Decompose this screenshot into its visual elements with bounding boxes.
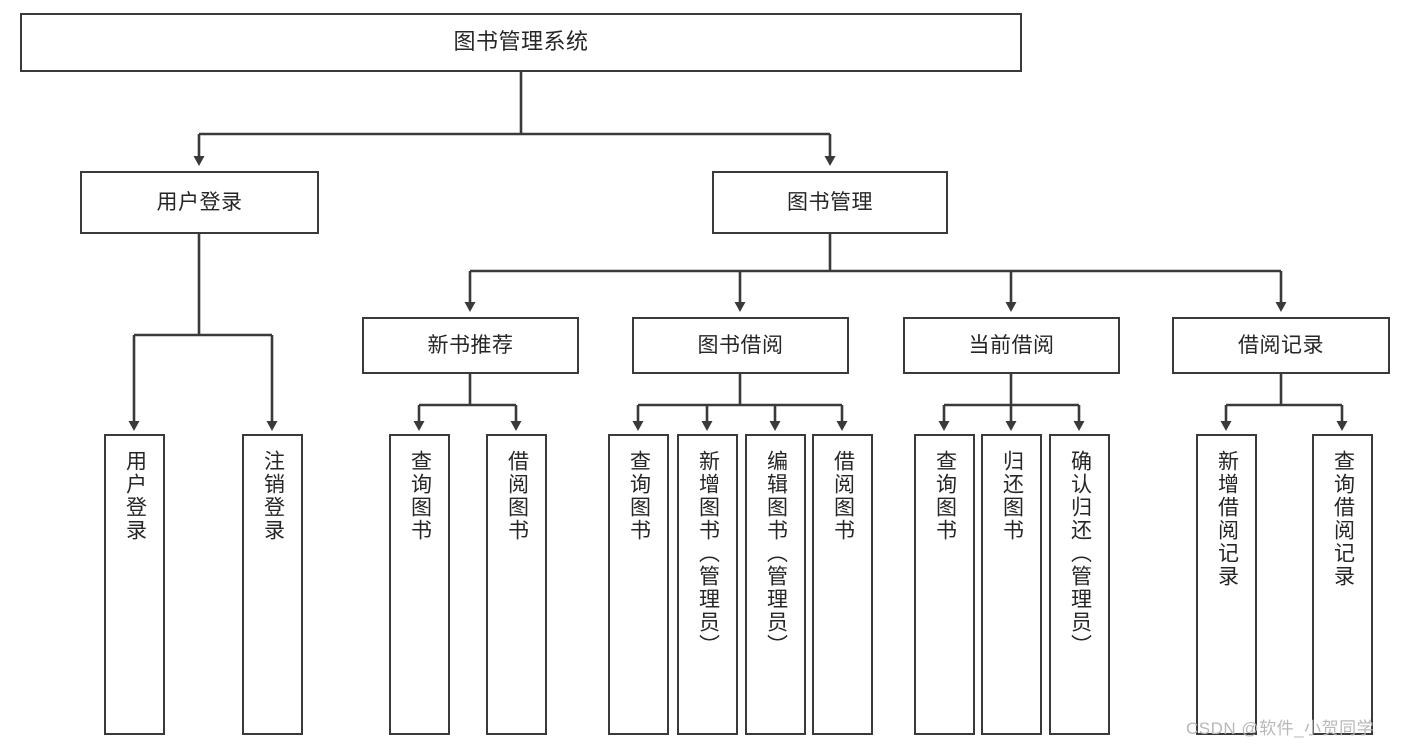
leaf-user-login-logout[interactable]: 注销登录	[242, 434, 303, 735]
node-label: 借阅图书	[831, 450, 855, 542]
leaf-current-confirm-return[interactable]: 确认归还（管理员）	[1049, 434, 1110, 735]
node-label: 编辑图书（管理员）	[764, 450, 788, 657]
node-label: 注销登录	[261, 450, 285, 542]
node-label: 查询图书	[933, 450, 957, 542]
node-book-borrow[interactable]: 图书借阅	[632, 317, 849, 374]
leaf-borrow-borrow-book[interactable]: 借阅图书	[812, 434, 873, 735]
node-label: 查询借阅记录	[1331, 450, 1355, 588]
leaf-recommend-query-book[interactable]: 查询图书	[389, 434, 450, 735]
node-label: 图书管理系统	[453, 29, 589, 55]
node-label: 借阅记录	[1238, 333, 1324, 357]
node-label: 新增借阅记录	[1215, 450, 1239, 588]
node-new-book-recommend[interactable]: 新书推荐	[362, 317, 579, 374]
node-root-system[interactable]: 图书管理系统	[20, 13, 1022, 72]
leaf-borrow-add-book[interactable]: 新增图书（管理员）	[677, 434, 738, 735]
node-label: 用户登录	[156, 190, 243, 214]
leaf-borrow-edit-book[interactable]: 编辑图书（管理员）	[745, 434, 806, 735]
node-label: 借阅图书	[505, 450, 529, 542]
leaf-current-query-book[interactable]: 查询图书	[914, 434, 975, 735]
leaf-recommend-borrow-book[interactable]: 借阅图书	[486, 434, 547, 735]
node-label: 新增图书（管理员）	[696, 450, 720, 657]
node-current-borrow[interactable]: 当前借阅	[903, 317, 1120, 374]
node-label: 归还图书	[1000, 450, 1024, 542]
leaf-borrow-query-book[interactable]: 查询图书	[608, 434, 669, 735]
node-borrow-record[interactable]: 借阅记录	[1172, 317, 1390, 374]
leaf-record-query-record[interactable]: 查询借阅记录	[1312, 434, 1373, 735]
node-label: 用户登录	[123, 450, 147, 542]
node-user-login[interactable]: 用户登录	[80, 171, 319, 234]
leaf-user-login-login[interactable]: 用户登录	[104, 434, 165, 735]
node-label: 当前借阅	[968, 333, 1055, 357]
leaf-current-return-book[interactable]: 归还图书	[981, 434, 1042, 735]
node-book-management[interactable]: 图书管理	[712, 171, 948, 234]
node-label: 图书借阅	[697, 333, 784, 357]
node-label: 查询图书	[627, 450, 651, 542]
node-label: 图书管理	[787, 190, 873, 214]
node-label: 查询图书	[408, 450, 432, 542]
leaf-record-add-record[interactable]: 新增借阅记录	[1196, 434, 1257, 735]
node-label: 确认归还（管理员）	[1068, 450, 1092, 657]
node-label: 新书推荐	[427, 333, 514, 357]
